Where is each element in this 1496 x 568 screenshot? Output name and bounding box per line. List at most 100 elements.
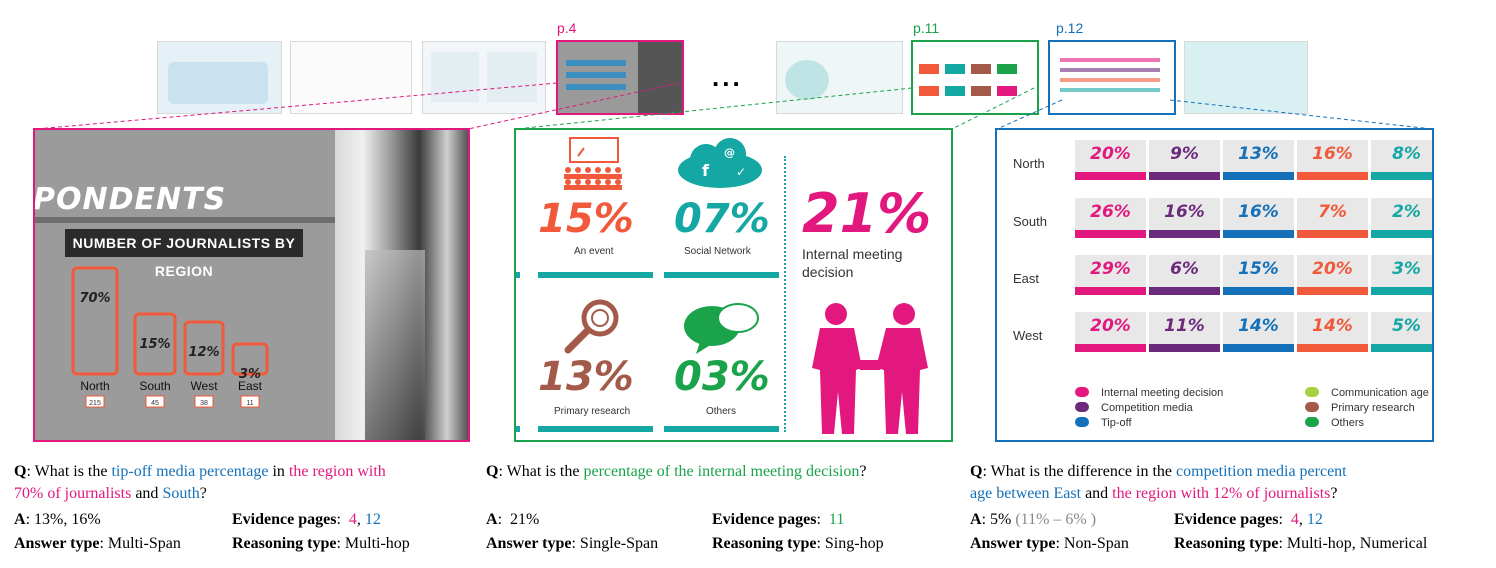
grid-cell: 16%	[1149, 198, 1220, 238]
cell-underline	[1075, 344, 1146, 352]
grid-cell: 11%	[1149, 312, 1220, 352]
cell-underline	[1371, 172, 1432, 180]
magnifier-icon	[564, 299, 619, 354]
cell-underline	[1371, 287, 1432, 295]
banner-title: PONDENTS	[33, 182, 227, 217]
cell-underline	[1149, 172, 1220, 180]
grid-cell: 8%	[1371, 140, 1432, 180]
page-label-p4: p.4	[557, 20, 577, 36]
bar-north	[71, 266, 119, 376]
legend-item: Communication age	[1305, 387, 1429, 399]
count-badge	[240, 395, 260, 408]
cell-value: 9%	[1170, 144, 1199, 164]
grid-cell: 20%	[1297, 255, 1368, 295]
cell-value: 20%	[1090, 144, 1131, 164]
reasoning-type: Reasoning type: Multi-hop, Numerical	[1174, 535, 1428, 552]
cell-value: 3%	[1392, 259, 1421, 279]
legend-item: Internal meeting decision	[1075, 387, 1223, 399]
stat-value-others: 03%	[674, 354, 770, 400]
evidence-pages: Evidence pages: 11	[712, 511, 845, 528]
cell-underline	[1075, 172, 1146, 180]
cell-value: 7%	[1318, 202, 1347, 222]
grid-cell: 29%	[1075, 255, 1146, 295]
region-label: East	[238, 379, 263, 393]
cell-value: 16%	[1312, 144, 1353, 164]
cell-value: 15%	[1238, 259, 1279, 279]
bar-south	[133, 312, 177, 376]
cell-underline	[1297, 287, 1368, 295]
grid-cell: 15%	[1223, 255, 1294, 295]
count-badge	[145, 395, 165, 408]
chart-subtitle: NUMBER OF JOURNALISTS BY REGION	[65, 229, 303, 279]
stat-label-social: Social Network	[684, 246, 751, 257]
connector-lines	[35, 82, 1433, 130]
reasoning-type: Reasoning type: Multi-hop	[232, 535, 410, 552]
grid-cell: 20%	[1075, 140, 1146, 180]
bar-west	[183, 320, 225, 376]
answer: A: 21%	[486, 511, 540, 528]
page-thumbnail-p4	[556, 40, 684, 115]
legend-item: Tip-off	[1075, 417, 1132, 429]
big-stat-value: 21%	[802, 182, 932, 245]
row-label-west: West	[1013, 328, 1043, 343]
page-thumbnail	[1184, 41, 1308, 114]
count-label: 45	[151, 400, 159, 407]
cell-value: 8%	[1392, 144, 1421, 164]
svg-text:f: f	[702, 161, 710, 180]
cell-value: 14%	[1238, 316, 1279, 336]
legend-item: Competition media	[1075, 402, 1193, 414]
cell-underline	[1223, 172, 1294, 180]
svg-text:✓: ✓	[736, 165, 746, 179]
cell-underline	[1297, 230, 1368, 238]
cell-value: 20%	[1090, 316, 1131, 336]
page-thumbnail-p11	[911, 40, 1039, 115]
handshake-icon	[812, 303, 928, 434]
cell-underline	[1297, 344, 1368, 352]
legend-dot	[1305, 417, 1319, 427]
speech-bubbles-icon	[684, 303, 759, 354]
page-label-p12: p.12	[1056, 20, 1084, 36]
question-cont: 70% of journalists and South?	[14, 485, 207, 502]
cell-value: 16%	[1164, 202, 1205, 222]
grid-cell: 20%	[1075, 312, 1146, 352]
page-thumbnail	[422, 41, 546, 114]
cell-value: 14%	[1312, 316, 1353, 336]
ellipsis: ...	[712, 62, 743, 92]
cell-underline	[1371, 344, 1432, 352]
grid-cell: 9%	[1149, 140, 1220, 180]
social-cloud-icon: @ f ✓	[678, 138, 762, 188]
stat-label-event: An event	[574, 246, 614, 257]
cell-value: 29%	[1090, 259, 1131, 279]
cell-underline	[1149, 230, 1220, 238]
panel-sources: @ f ✓ 15% An event 07% Social Network 13…	[514, 128, 953, 442]
grid-cell: 14%	[1297, 312, 1368, 352]
legend-dot	[1305, 387, 1319, 397]
grid-cell: 16%	[1297, 140, 1368, 180]
page-thumbnail	[157, 41, 282, 114]
region-label: South	[139, 379, 170, 393]
answer: A: 13%, 16%	[14, 511, 101, 528]
bar-east	[231, 342, 269, 376]
cell-underline	[1075, 230, 1146, 238]
cell-value: 13%	[1238, 144, 1279, 164]
cell-underline	[1371, 230, 1432, 238]
count-label: 215	[89, 400, 101, 407]
legend-dot	[1305, 402, 1319, 412]
page-thumbnail-p12	[1048, 40, 1176, 115]
cell-value: 16%	[1238, 202, 1279, 222]
grid-cell: 16%	[1223, 198, 1294, 238]
grid-cell: 6%	[1149, 255, 1220, 295]
cell-value: 26%	[1090, 202, 1131, 222]
question-cont: age between East and the region with 12%…	[970, 485, 1338, 502]
page-label-p11: p.11	[913, 20, 940, 36]
evidence-pages: Evidence pages: 4, 12	[232, 511, 381, 528]
page-thumbnail	[290, 41, 412, 114]
big-stat-label-2: decision	[802, 264, 854, 280]
qa-block-2: Q: What is the percentage of the interna…	[486, 461, 966, 552]
answer-type: Answer type: Non-Span	[970, 535, 1129, 552]
region-label: North	[80, 379, 109, 393]
cell-underline	[1223, 287, 1294, 295]
cell-underline	[1297, 172, 1368, 180]
evidence-pages: Evidence pages: 4, 12	[1174, 511, 1323, 528]
bar-pct-label: 70%	[79, 291, 110, 306]
